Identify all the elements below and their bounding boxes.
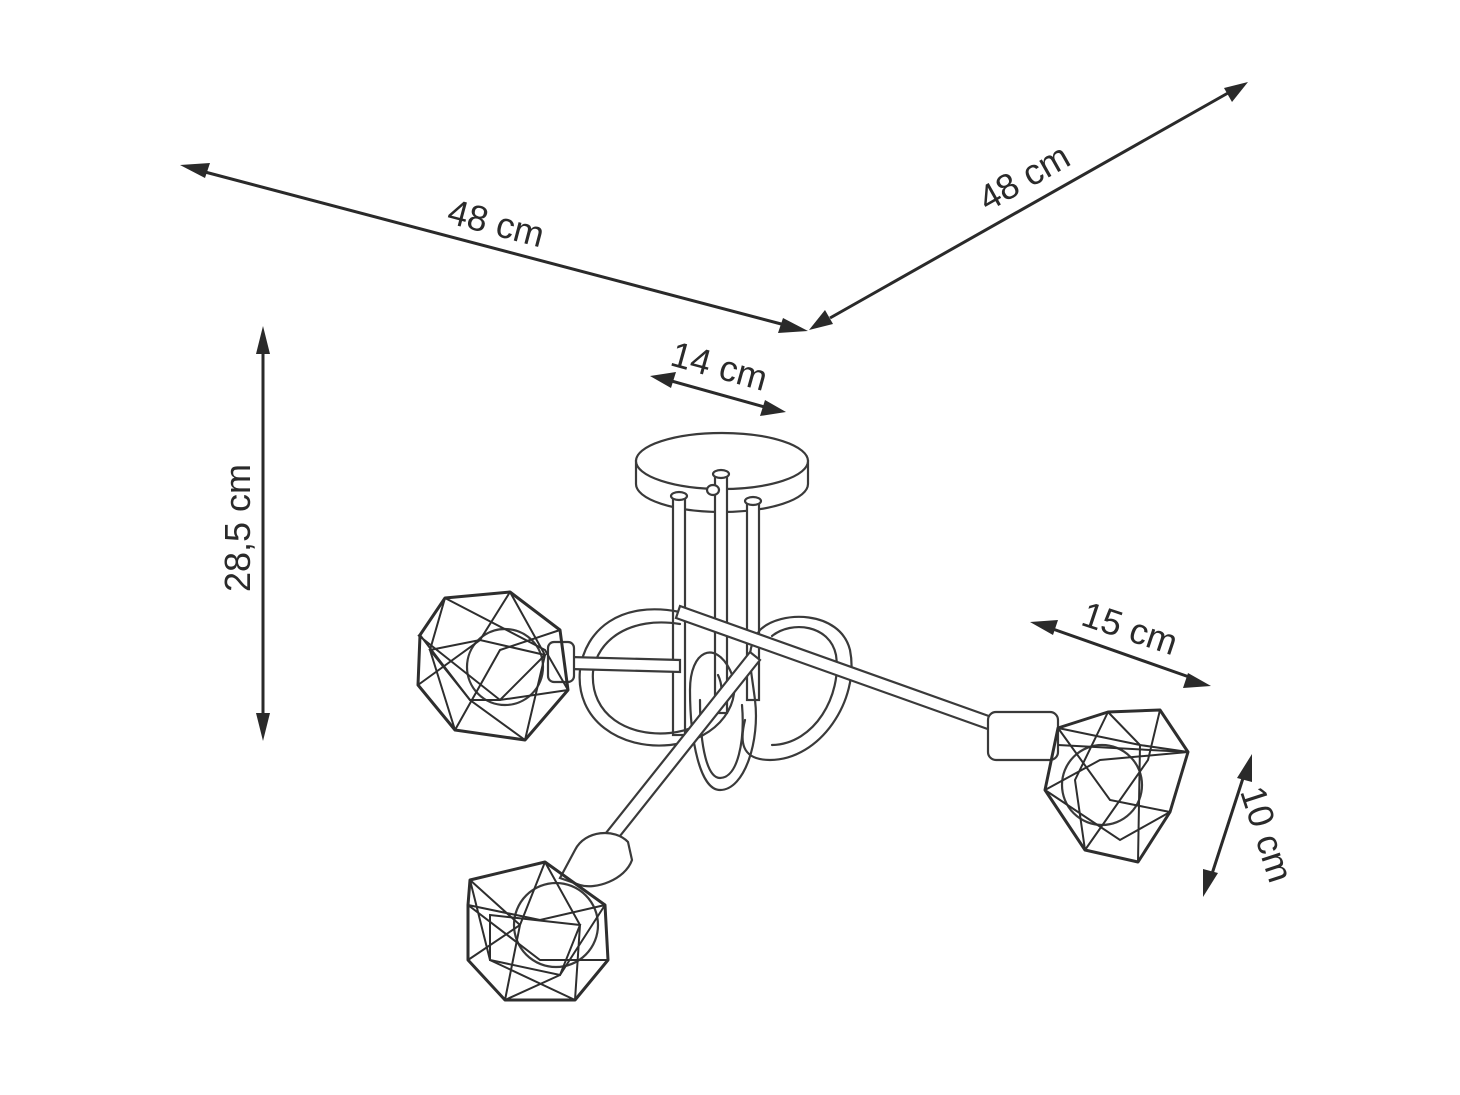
ceiling-lamp [416,431,1190,1002]
dim-label-height: 28,5 cm [217,464,258,592]
dim-label-shade-width: 15 cm [1077,593,1183,663]
dim-label-width-left: 48 cm [444,191,549,256]
shade-right [986,708,1190,864]
arms [568,604,1002,848]
shade-bottom [466,831,634,1002]
dim-label-shade-height: 10 cm [1232,781,1301,887]
dim-height: 28,5 cm [217,326,270,741]
dim-canopy: 14 cm [650,333,786,416]
dim-shade-height: 10 cm [1203,754,1302,897]
shade-left [416,590,576,742]
dim-label-width-right: 48 cm [971,135,1077,219]
dim-width-right: 48 cm [809,82,1248,330]
dim-width-left: 48 cm [180,163,808,333]
dim-label-canopy: 14 cm [667,333,772,399]
dim-shade-width: 15 cm [1030,593,1211,688]
